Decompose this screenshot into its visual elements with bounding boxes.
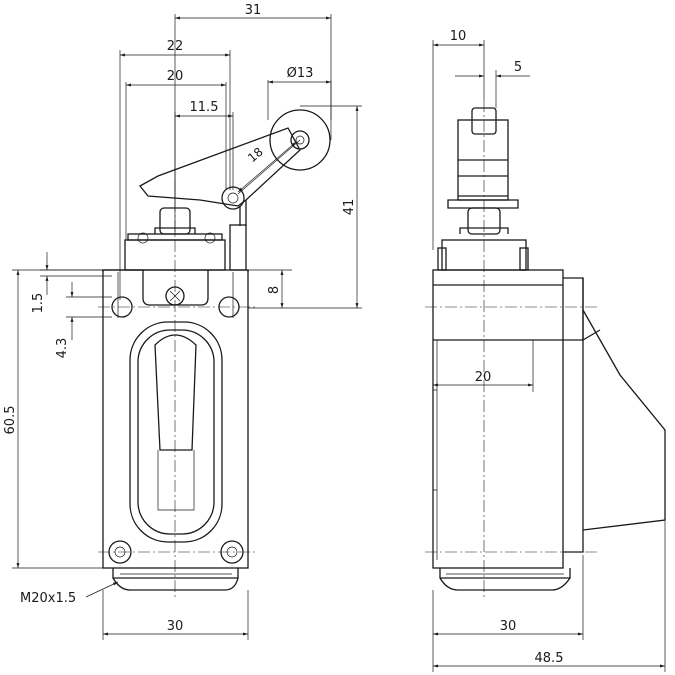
mount-hole-left	[111, 296, 133, 318]
dim-41-label: 41	[342, 199, 357, 216]
dim-31-label: 31	[245, 3, 262, 18]
dim-20-side-label: 20	[475, 370, 492, 385]
dim-60-5-label: 60.5	[3, 406, 18, 435]
dim-8-label: 8	[267, 286, 282, 294]
dim-10-label: 10	[450, 29, 467, 44]
window-indicator	[154, 334, 197, 451]
thread-label: M20x1.5	[20, 591, 76, 606]
dim-4-3-label: 4.3	[55, 338, 70, 359]
front-window-outer	[129, 321, 223, 543]
side-view	[425, 100, 666, 600]
dim-18-label: 18	[245, 145, 266, 166]
dim-30-front-label: 30	[167, 619, 184, 634]
front-dimensions: 31 22 20 11.5 Ø13 18 41 8	[3, 3, 362, 640]
dim-22-label: 22	[167, 39, 184, 54]
dim-30-side-label: 30	[500, 619, 517, 634]
dim-11-5-label: 11.5	[190, 100, 219, 115]
roller-lever-arm	[139, 127, 301, 207]
roller-wheel	[269, 109, 331, 171]
dim-48-5-label: 48.5	[535, 651, 564, 666]
side-body-outline	[432, 269, 564, 569]
dim-5-label: 5	[514, 60, 522, 75]
dim-diameter-label: Ø13	[287, 66, 314, 81]
dim-20-label: 20	[167, 69, 184, 84]
front-side-block	[229, 224, 247, 271]
front-flange	[103, 269, 209, 306]
front-body-outline	[102, 269, 249, 569]
side-protrusion-top	[563, 277, 584, 341]
side-angled-cover	[582, 309, 666, 531]
side-dimensions: 10 5 20 30 48.5	[432, 29, 666, 672]
side-thread-base	[439, 577, 571, 591]
dim-1-5-label: 1.5	[31, 293, 46, 314]
front-view	[98, 109, 331, 600]
thread-base	[112, 577, 239, 591]
